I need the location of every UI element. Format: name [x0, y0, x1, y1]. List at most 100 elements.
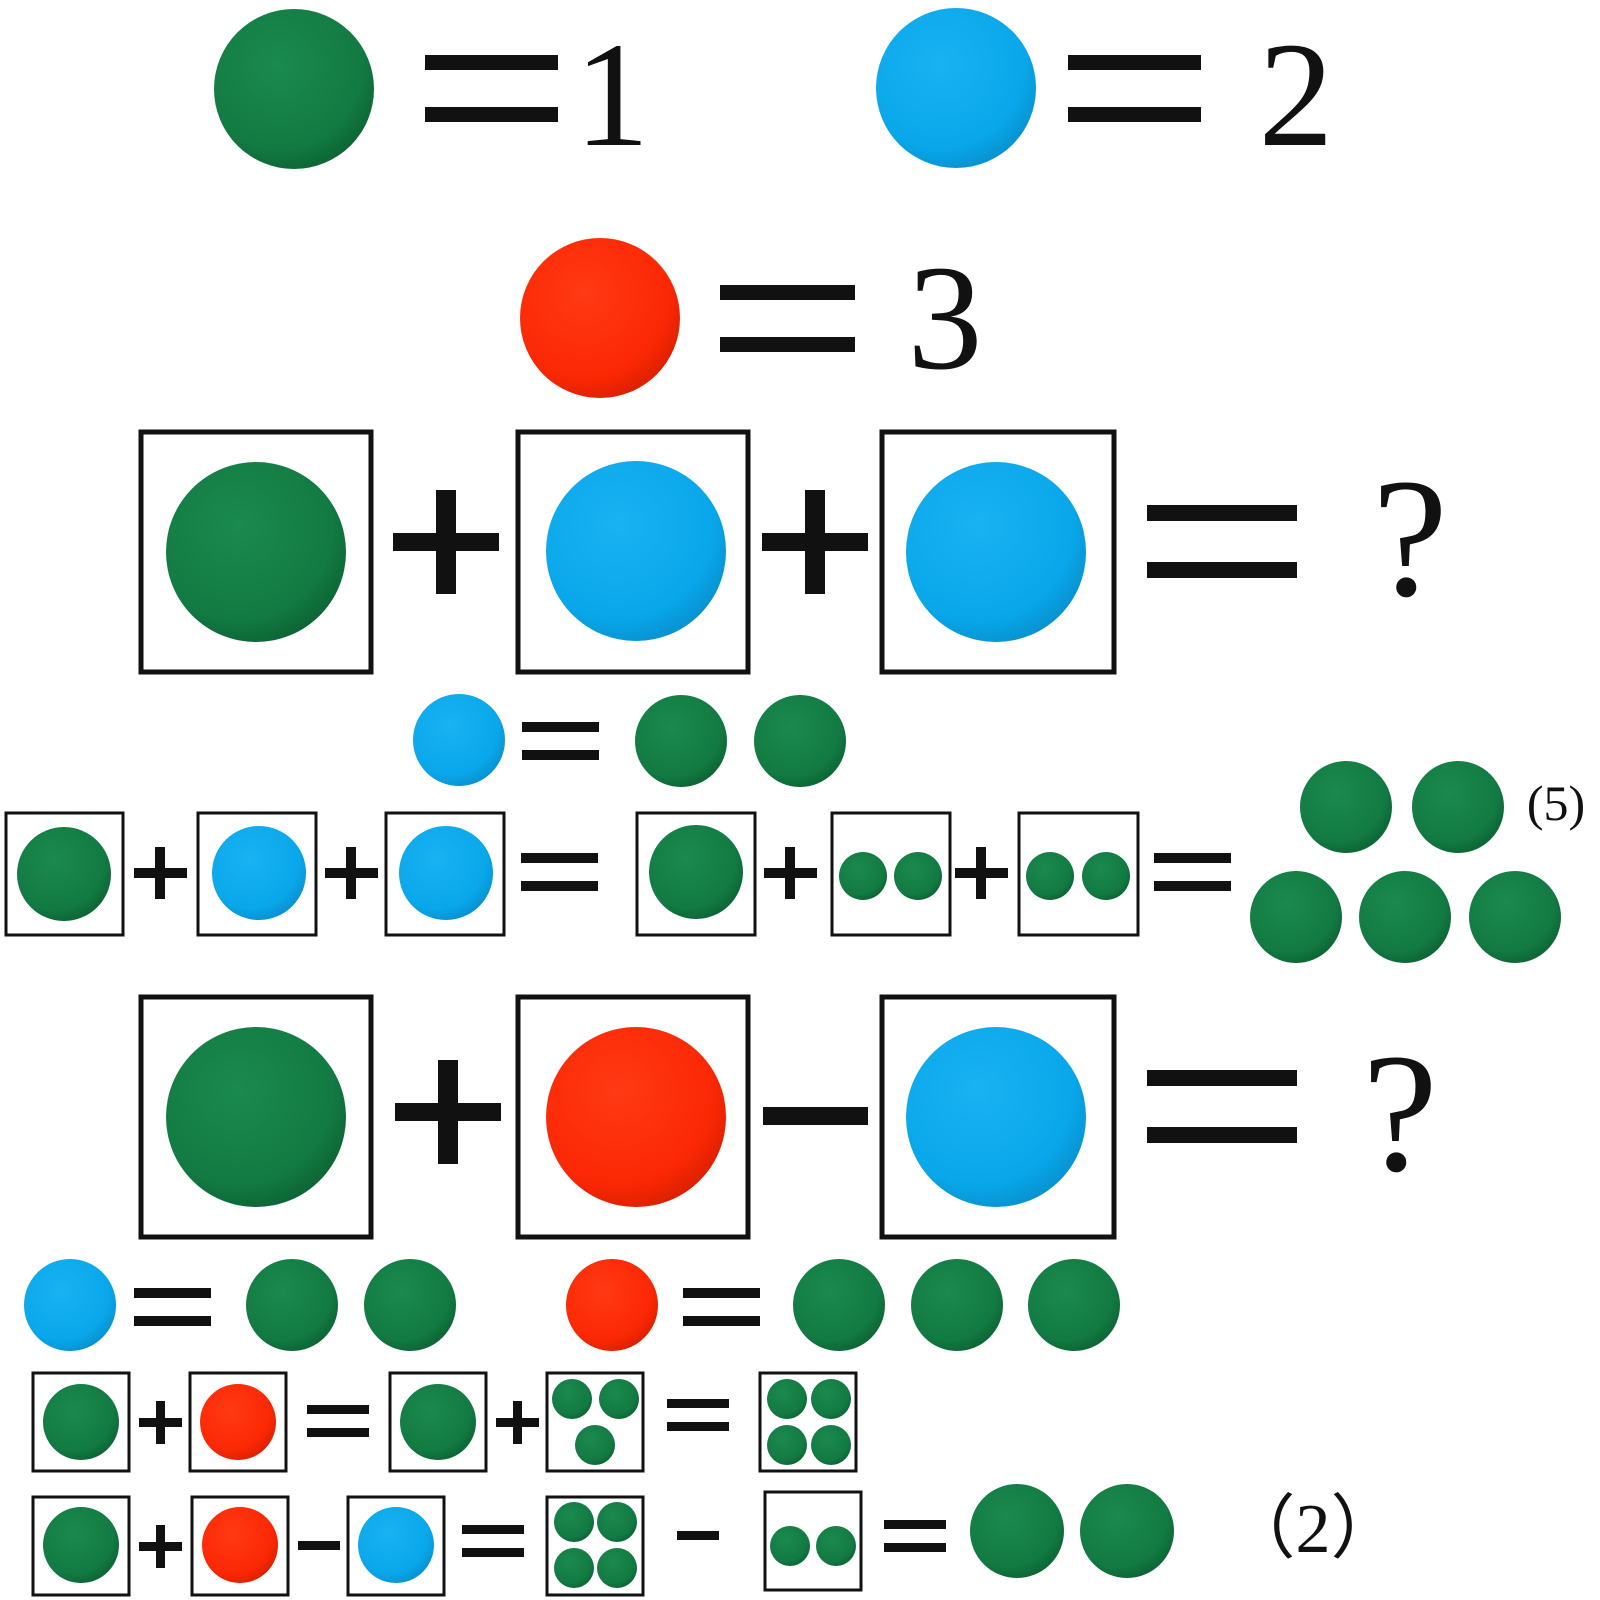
legend-green-dot	[214, 9, 374, 169]
p2s1-box-2	[188, 1371, 288, 1473]
p2-hint-blue-dot	[24, 1259, 116, 1351]
p2-hint-green-dot-3	[793, 1259, 885, 1351]
p2s2-plus	[139, 1525, 182, 1568]
p1s-equals-2	[1154, 853, 1231, 891]
p2s2-equals-2	[884, 1520, 946, 1552]
legend-red-dot	[520, 238, 680, 398]
p1s-box6-green-dot-1	[1026, 852, 1074, 900]
p1s-result-green-dot-4	[1359, 871, 1451, 963]
p2s1-box-5	[758, 1371, 858, 1473]
p1-answer: (5)	[1527, 775, 1585, 831]
p1s-result-green-dot-3	[1250, 871, 1342, 963]
p1s-box5-green-dot-2	[894, 852, 942, 900]
p1s-green-dot	[17, 827, 111, 921]
p2s2-minus-2	[677, 1531, 719, 1540]
p2-box-2	[515, 994, 751, 1240]
p1s-box-4	[635, 811, 757, 937]
p2s2-box-5	[763, 1490, 863, 1592]
p1-box-2	[515, 429, 751, 675]
p1s-green-dot-b	[649, 825, 743, 919]
legend-red-value: 3	[908, 235, 983, 401]
legend: 1 2 3	[214, 8, 1334, 401]
legend-green-value: 1	[575, 12, 650, 178]
p2s1-plus-1	[139, 1401, 182, 1444]
p2s2-box4-green-4	[597, 1548, 637, 1588]
p2s2-blue-dot	[358, 1507, 434, 1583]
p1-hint-equals	[522, 722, 599, 760]
p1-plus-1	[393, 490, 499, 594]
p2-red-dot	[546, 1027, 726, 1207]
p1-green-dot	[166, 462, 346, 642]
p1-hint-green-dot-2	[754, 695, 846, 787]
legend-blue-value: 2	[1259, 12, 1334, 178]
p1s-equals-1	[521, 853, 598, 891]
p1s-plus-3	[764, 847, 817, 899]
p1s-plus-1	[134, 847, 187, 899]
p2s1-equals-2	[667, 1399, 729, 1431]
p2-green-dot	[166, 1027, 346, 1207]
p2s2-minus-1	[298, 1541, 340, 1550]
problem1-equation: ?	[138, 429, 1448, 675]
p1s-blue-dot-1	[212, 826, 306, 920]
p2s2-result-green-1	[970, 1484, 1064, 1578]
p2s1-box5-green-2	[811, 1379, 851, 1419]
p2s1-box4-green-2	[599, 1379, 639, 1419]
problem2-equation: ?	[138, 994, 1438, 1240]
p2s2-green-dot	[43, 1507, 119, 1583]
p1s-blue-dot-2	[399, 826, 493, 920]
p1s-result-green-dot-1	[1300, 761, 1392, 853]
p2-box-1	[138, 994, 374, 1240]
p2-question-mark: ?	[1362, 1019, 1437, 1207]
p2-hint-green-dot-5	[1028, 1259, 1120, 1351]
p2s2-box-1	[31, 1495, 131, 1597]
p2-hint-equals-2	[683, 1288, 760, 1326]
p1s-box-2	[196, 811, 318, 937]
p2s1-green-dot-b	[400, 1384, 476, 1460]
p1-hint-green-dot-1	[635, 695, 727, 787]
p1s-plus-4	[955, 847, 1008, 899]
p2s2-box5-green-1	[770, 1526, 810, 1566]
p1-hint-blue-equals-two-green	[413, 694, 846, 787]
p1-solution-row: (5)	[4, 761, 1585, 963]
legend-green-equals	[425, 55, 558, 122]
p2-blue-dot	[906, 1027, 1086, 1207]
p1s-result-green-dot-2	[1412, 761, 1504, 853]
p2-hint-red-equals-three-green	[566, 1259, 1120, 1351]
p1-equals	[1147, 505, 1297, 578]
p2s2-box4-green-2	[597, 1502, 637, 1542]
p1-plus-2	[762, 490, 868, 594]
p1s-box-6	[1017, 811, 1140, 937]
p2s1-equals-1	[307, 1405, 369, 1437]
p2s1-plus-2	[496, 1401, 539, 1444]
p2-hint-equals-1	[134, 1288, 211, 1326]
p2s1-red-dot	[200, 1384, 276, 1460]
p2s2-box4-green-3	[554, 1548, 594, 1588]
p2s2-box-2	[190, 1495, 290, 1597]
p2s1-box5-green-3	[767, 1425, 807, 1465]
p1s-result-green-dot-5	[1469, 871, 1561, 963]
p2-box-3	[879, 994, 1117, 1240]
p2s1-box4-green-3	[575, 1425, 615, 1465]
p2s1-box5-green-1	[767, 1379, 807, 1419]
p1s-box-3	[384, 811, 506, 937]
p2s1-box-3	[388, 1371, 488, 1473]
p2-hint-green-dot-1	[246, 1259, 338, 1351]
p2-hint-red-dot	[566, 1259, 658, 1351]
p2s1-box4-green-1	[552, 1379, 592, 1419]
p2-answer: （2）	[1226, 1491, 1401, 1568]
p2-step-row-2: （2）	[31, 1484, 1401, 1597]
p1-box-1	[138, 429, 374, 675]
p2s1-box5-green-4	[811, 1425, 851, 1465]
p2-minus	[763, 1107, 868, 1125]
p1s-box6-green-dot-2	[1082, 852, 1130, 900]
p2s2-equals-1	[462, 1525, 524, 1557]
p2-plus	[395, 1060, 501, 1164]
p2s2-box5-green-2	[816, 1526, 856, 1566]
p2-hint-blue-equals-two-green	[24, 1259, 456, 1351]
p1-box-3	[879, 429, 1117, 675]
p1s-plus-2	[325, 847, 378, 899]
p1s-box-1	[4, 811, 125, 937]
legend-red-equals	[720, 285, 855, 352]
p2s2-box4-green-1	[554, 1502, 594, 1542]
